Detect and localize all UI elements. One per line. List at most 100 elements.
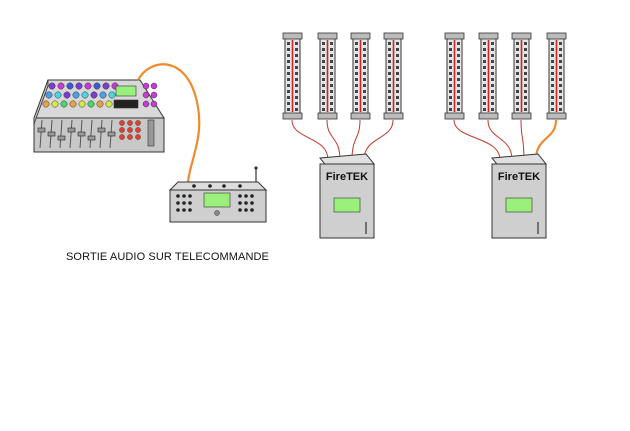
- rail-module-icon: [444, 32, 465, 120]
- console-knob: [105, 100, 113, 108]
- console-button: [127, 134, 133, 140]
- console-knob: [45, 91, 53, 99]
- rail-module-icon: [546, 32, 567, 120]
- remote-key: [250, 201, 254, 205]
- firing-module-icon: FireTEK: [319, 153, 375, 239]
- console-display: [113, 99, 139, 109]
- rail-module-icon: [282, 32, 303, 120]
- console-fader: [67, 127, 76, 133]
- remote-key: [238, 194, 242, 198]
- console-knob: [42, 100, 50, 108]
- console-knob: [69, 100, 77, 108]
- remote-key: [182, 201, 186, 205]
- console-knob: [51, 100, 59, 108]
- mixing-console-icon: [33, 79, 165, 153]
- console-knob: [150, 82, 158, 90]
- console-fader: [107, 131, 116, 137]
- console-knob: [60, 100, 68, 108]
- remote-key: [182, 194, 186, 198]
- console-fader-track: [89, 119, 93, 149]
- rail-wire: [520, 119, 525, 161]
- console-fader: [37, 127, 46, 133]
- console-knob: [72, 91, 80, 99]
- console-button: [119, 127, 125, 133]
- console-knob: [102, 82, 110, 90]
- remote-key: [188, 208, 192, 212]
- remote-key: [208, 184, 212, 188]
- firing-module-icon: FireTEK: [491, 153, 547, 239]
- console-knob: [108, 91, 116, 99]
- console-knob: [63, 91, 71, 99]
- console-knob: [81, 91, 89, 99]
- console-fader: [47, 131, 56, 137]
- audio-cable: [137, 63, 201, 183]
- remote-key: [214, 210, 220, 216]
- module-brand-label: FireTEK: [498, 171, 540, 183]
- console-fader-track: [59, 119, 63, 149]
- console-knob: [93, 82, 101, 90]
- remote-control-icon: [168, 166, 268, 223]
- console-knob: [48, 82, 56, 90]
- rail-wire: [291, 119, 329, 161]
- remote-key: [176, 208, 180, 212]
- console-knob: [78, 100, 86, 108]
- remote-key: [176, 194, 180, 198]
- rail-wire: [351, 119, 361, 161]
- rail-module-icon: [350, 32, 371, 120]
- console-knob: [90, 91, 98, 99]
- console-knob: [142, 82, 150, 90]
- console-fader: [87, 135, 96, 141]
- rail-wire: [363, 119, 394, 161]
- console-knob: [150, 91, 158, 99]
- rail-wire: [487, 119, 513, 161]
- remote-key: [238, 184, 242, 188]
- console-knob: [57, 82, 65, 90]
- console-fader-track: [39, 119, 43, 149]
- console-fader: [77, 131, 86, 137]
- console-knob: [84, 82, 92, 90]
- console-knob: [142, 100, 150, 108]
- rail-module-icon: [478, 32, 499, 120]
- console-master-fader: [147, 119, 155, 147]
- console-button: [119, 120, 125, 126]
- console-knob: [75, 82, 83, 90]
- console-knob: [142, 91, 150, 99]
- console-button: [127, 120, 133, 126]
- console-button: [127, 127, 133, 133]
- console-knob: [66, 82, 74, 90]
- console-knob: [150, 100, 158, 108]
- remote-key: [244, 194, 248, 198]
- rail-wire: [326, 119, 341, 161]
- remote-key: [244, 201, 248, 205]
- module-screen: [333, 197, 361, 213]
- module-brand-label: FireTEK: [326, 171, 368, 183]
- rail-module-icon: [383, 32, 404, 120]
- remote-key: [182, 208, 186, 212]
- console-fader-track: [69, 119, 73, 149]
- console-screen: [115, 85, 137, 97]
- remote-screen: [203, 192, 231, 208]
- module-screen: [505, 197, 533, 213]
- rail-module-icon: [511, 32, 532, 120]
- console-fader-track: [99, 119, 103, 149]
- console-button: [135, 127, 141, 133]
- console-knob: [54, 91, 62, 99]
- remote-key: [238, 201, 242, 205]
- console-fader: [57, 135, 66, 141]
- audio-link-cable: [534, 119, 558, 161]
- remote-key: [192, 184, 196, 188]
- remote-key: [176, 201, 180, 205]
- console-knob: [99, 91, 107, 99]
- console-button: [135, 134, 141, 140]
- console-button: [135, 120, 141, 126]
- console-button: [119, 134, 125, 140]
- rail-wire: [453, 119, 501, 161]
- console-knob: [87, 100, 95, 108]
- remote-key: [188, 201, 192, 205]
- console-knob: [96, 100, 104, 108]
- remote-key: [188, 194, 192, 198]
- remote-key: [238, 208, 242, 212]
- console-fader: [97, 127, 106, 133]
